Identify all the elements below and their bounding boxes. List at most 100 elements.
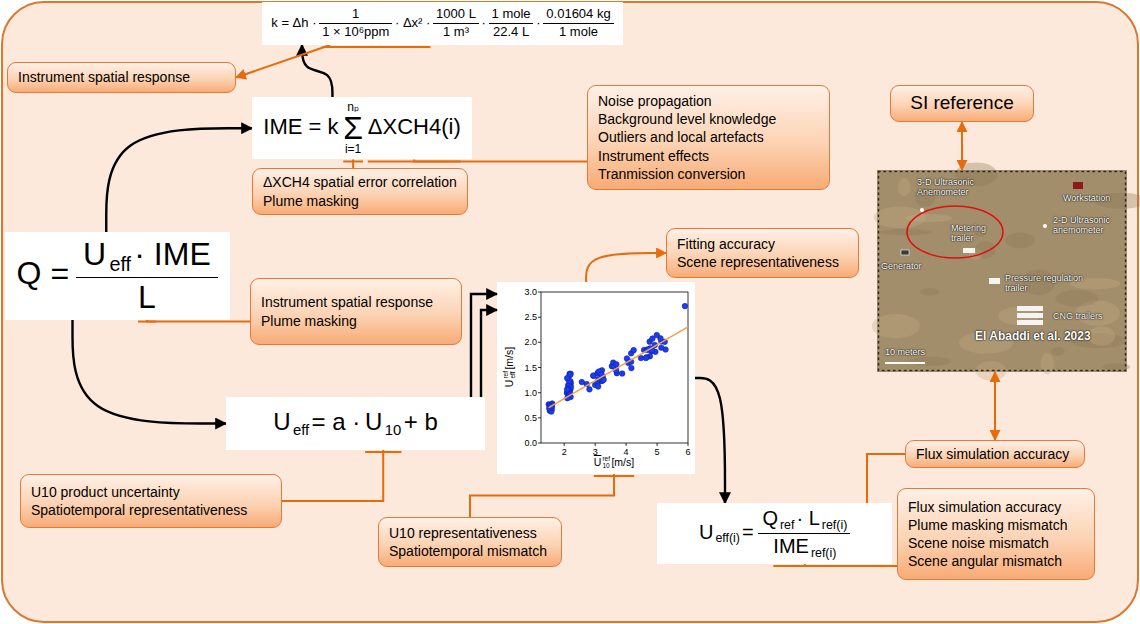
ground-patch bbox=[909, 357, 952, 367]
data-point bbox=[579, 379, 585, 385]
cng-trailer-symbol bbox=[1017, 313, 1043, 318]
fraction: Ueff· IMEL bbox=[76, 236, 218, 316]
data-point bbox=[643, 355, 649, 361]
formula-term: · Δx² · bbox=[395, 15, 430, 30]
numerator: 1 bbox=[319, 7, 392, 24]
formula-row: Q =Ueff· IMEL bbox=[13, 236, 221, 316]
formula-term: eff bbox=[109, 253, 131, 275]
numerator: Qref· Lref(i) bbox=[758, 507, 850, 534]
callout-text: Spatiotemporal representativeness bbox=[31, 501, 247, 519]
fraction: 1 mole 22.4 L bbox=[489, 7, 534, 40]
fraction: 11 × 10⁶ppm bbox=[319, 7, 392, 40]
ground-patch bbox=[1051, 347, 1065, 356]
ground-patch bbox=[898, 178, 910, 196]
axis-label: ref bbox=[503, 371, 510, 379]
callout-text: Background level knowledge bbox=[598, 110, 776, 128]
axis-label: U bbox=[594, 456, 602, 468]
data-point bbox=[629, 365, 635, 371]
tick-label: 0.0 bbox=[497, 437, 537, 449]
callout-text: Scene angular mismatch bbox=[908, 552, 1062, 570]
photo-label: Generator bbox=[881, 262, 922, 272]
tick-label: 5 bbox=[645, 446, 669, 458]
script-stack: refeff bbox=[503, 371, 517, 379]
formula-term: 1000 L bbox=[436, 6, 476, 21]
formula-term: Σ bbox=[343, 113, 363, 143]
callout-box: Instrument spatial responsePlume masking bbox=[250, 278, 462, 345]
formula-term: IME bbox=[773, 535, 809, 557]
scale-bar bbox=[885, 362, 925, 364]
formula-term: 0.01604 kg bbox=[546, 6, 610, 21]
metering-trailer-symbol bbox=[963, 248, 975, 253]
script-stack: ref10 bbox=[602, 456, 610, 470]
formula-term: 1 m³ bbox=[443, 24, 469, 39]
formula-term: 1 mole bbox=[559, 24, 598, 39]
callout-text: Instrument effects bbox=[598, 147, 709, 165]
data-point bbox=[587, 387, 593, 393]
callout-text: U10 product uncertainty bbox=[31, 483, 180, 501]
plot-ground bbox=[497, 282, 695, 474]
callout-box: Instrument spatial response bbox=[7, 62, 236, 93]
formula-term: 10 bbox=[385, 422, 402, 438]
callout-box: ΔXCH4 spatial error correlationPlume mas… bbox=[252, 168, 468, 215]
formula-term: ΔXCH4(i) bbox=[368, 114, 461, 139]
numerator: Ueff· IME bbox=[76, 236, 218, 278]
callout-box: Fitting accuracyScene representativeness bbox=[666, 228, 859, 278]
formula-term: Q = bbox=[17, 255, 69, 291]
scatter-plot-figure bbox=[497, 282, 695, 474]
formula-box: Q =Ueff· IMEL bbox=[5, 232, 230, 320]
tick-label: 2.0 bbox=[497, 336, 537, 348]
callout-connector bbox=[352, 159, 354, 168]
formula-term: U bbox=[699, 521, 713, 543]
axis-label: [m/s] bbox=[611, 456, 634, 468]
formula-box: IME = knₚΣi=1ΔXCH4(i) bbox=[252, 97, 472, 159]
data-point bbox=[619, 371, 625, 377]
numerator: 0.01604 kg bbox=[543, 7, 613, 24]
ground-patch bbox=[920, 288, 940, 296]
formula-term: 1 mole bbox=[492, 6, 531, 21]
ground-patch bbox=[1005, 232, 1035, 248]
callout-connector bbox=[961, 122, 963, 170]
ground-patch bbox=[976, 361, 1007, 380]
callout-connector bbox=[282, 450, 383, 501]
anemometer-marker bbox=[1043, 224, 1047, 228]
pressure-trailer-symbol bbox=[989, 278, 1000, 284]
callout-text: SI reference bbox=[910, 91, 1014, 116]
site-photo: 3-D Ultrasonic AnemometerGeneratorMeteri… bbox=[877, 170, 1127, 372]
formula-box: k = Δh ·11 × 10⁶ppm· Δx² ·1000 L1 m³·1 m… bbox=[262, 2, 623, 45]
ground-patch bbox=[1055, 290, 1098, 307]
callout-text: Plume masking mismatch bbox=[908, 516, 1068, 534]
callout-box: U10 product uncertaintySpatiotemporal re… bbox=[20, 474, 282, 528]
tick-label: 4 bbox=[614, 446, 638, 458]
callout-text: Plume masking bbox=[261, 312, 357, 330]
callout-box: Flux simulation accuracyPlume masking mi… bbox=[897, 488, 1095, 580]
photo-label: Workstation bbox=[1063, 194, 1110, 204]
formula-term: ref bbox=[780, 518, 794, 532]
data-point bbox=[631, 347, 637, 353]
callout-box: U10 representativenessSpatiotemporal mis… bbox=[378, 517, 562, 567]
formula-term: 22.4 L bbox=[493, 24, 529, 39]
data-point bbox=[564, 387, 570, 393]
tick-label: 1.5 bbox=[497, 362, 537, 374]
formula-row: Ueff= a ·U10+ b bbox=[271, 408, 440, 439]
denominator: 22.4 L bbox=[489, 24, 534, 40]
formula-term: ref(i) bbox=[822, 518, 847, 532]
callout-connector bbox=[994, 372, 996, 440]
formula-term: 1 × 10⁶ppm bbox=[322, 24, 389, 39]
callout-connector bbox=[586, 253, 666, 282]
axis-label: eff bbox=[510, 371, 517, 379]
axis-label: ref bbox=[602, 456, 610, 463]
sum-operator: nₚΣi=1 bbox=[343, 101, 363, 155]
callout-connector bbox=[236, 45, 330, 78]
y-axis-label: Urefeff[m/s] bbox=[503, 346, 517, 389]
ground-patch bbox=[880, 229, 933, 235]
data-point bbox=[595, 384, 601, 390]
callout-text: ΔXCH4 spatial error correlation bbox=[263, 173, 457, 191]
callout-text: Outliers and local artefacts bbox=[598, 128, 764, 146]
callout-text: Instrument spatial response bbox=[18, 68, 190, 86]
plot-frame bbox=[541, 292, 688, 443]
denominator: 1 m³ bbox=[433, 24, 478, 40]
photo-label: Pressure regulation trailer bbox=[1005, 274, 1089, 294]
photo-label: El Abaddi et al. 2023 bbox=[975, 330, 1091, 343]
data-point bbox=[564, 375, 570, 381]
